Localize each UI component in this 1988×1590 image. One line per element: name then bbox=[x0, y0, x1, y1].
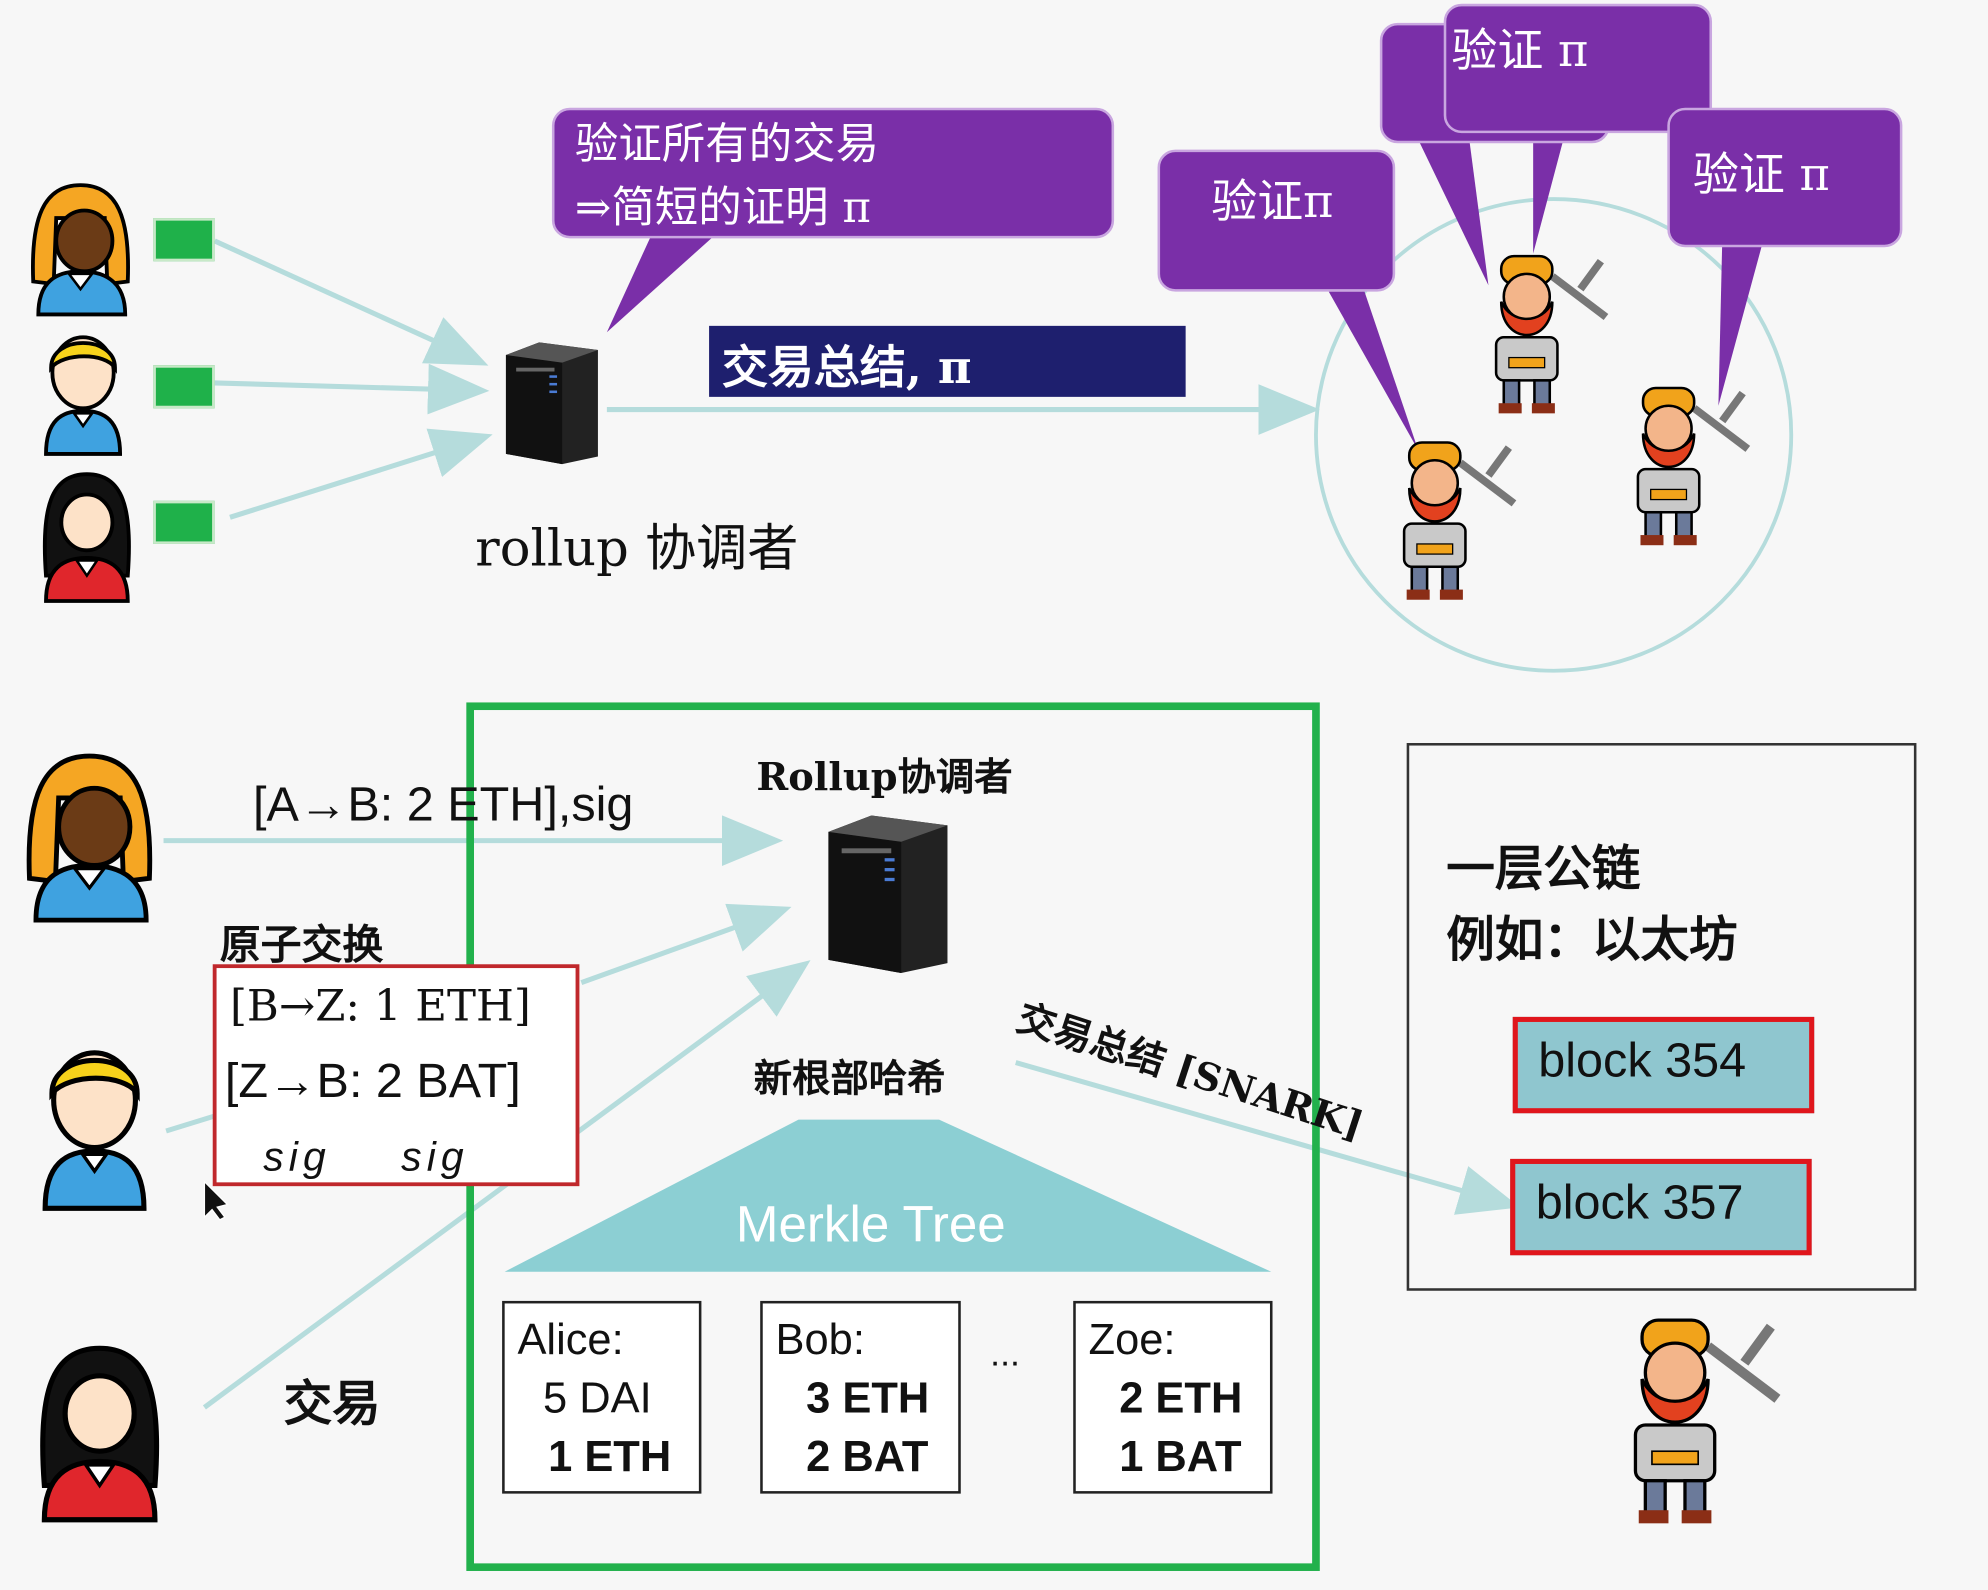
transaction-label: 交易 bbox=[283, 1374, 381, 1432]
account-name: Bob: bbox=[775, 1316, 865, 1365]
block-357: block 357 bbox=[1510, 1158, 1812, 1256]
summary-bar: 交易总结, π bbox=[709, 325, 1186, 397]
merkle-tree-label: Merkle Tree bbox=[735, 1196, 1006, 1253]
miner-icon bbox=[1402, 441, 1517, 600]
callout-line-1: 验证所有的交易 bbox=[574, 119, 880, 170]
ellipsis: ... bbox=[990, 1333, 1020, 1374]
user-alice-icon bbox=[30, 183, 130, 317]
user-alice-icon bbox=[26, 753, 153, 923]
layer1-title: 一层公链 bbox=[1446, 839, 1641, 897]
miner-icon bbox=[1494, 254, 1609, 414]
server-icon bbox=[828, 815, 948, 974]
layer1-example: 例如：以太坊 bbox=[1446, 910, 1738, 968]
verify-callout-3: 验证 π bbox=[1667, 107, 1903, 248]
transaction-token bbox=[153, 218, 215, 262]
account-name: Zoe: bbox=[1088, 1316, 1176, 1365]
verify-text: 验证π bbox=[1211, 176, 1334, 229]
new-root-hash-label: 新根部哈希 bbox=[753, 1057, 946, 1102]
account-name: Alice: bbox=[517, 1316, 624, 1365]
account-bob: Bob: 3 ETH 2 BAT bbox=[760, 1300, 961, 1494]
atomic-swap-title: 原子交换 bbox=[219, 920, 384, 969]
miner-icon bbox=[1636, 386, 1751, 546]
account-value: 2 BAT bbox=[806, 1432, 929, 1481]
callout-line-2: ⇒简短的证明 π bbox=[574, 182, 871, 234]
transaction-token bbox=[153, 500, 215, 544]
alice-transaction: [A→B: 2 ETH],sig bbox=[252, 778, 634, 832]
server-icon bbox=[505, 342, 598, 465]
atomic-swap-line-2: [Z→B: 2 BAT] bbox=[224, 1054, 521, 1109]
atomic-swap-sig-2: sig bbox=[401, 1133, 469, 1180]
user-bob-icon bbox=[42, 1050, 147, 1211]
account-value: 1 ETH bbox=[548, 1432, 672, 1481]
user-zoe-icon bbox=[42, 472, 131, 603]
coordinator-callout: 验证所有的交易 ⇒简短的证明 π bbox=[551, 107, 1115, 239]
verify-callout-2: 验证π bbox=[1157, 149, 1396, 292]
user-zoe-icon bbox=[40, 1345, 160, 1523]
rollup-coordinator-title: Rollup协调者 bbox=[756, 755, 1013, 801]
miner-icon bbox=[1633, 1318, 1781, 1524]
atomic-swap-sig-1: sig bbox=[263, 1133, 331, 1180]
user-bob-icon bbox=[44, 335, 123, 456]
block-354: block 354 bbox=[1512, 1016, 1815, 1114]
account-alice: Alice: 5 DAI 1 ETH bbox=[502, 1300, 702, 1494]
verify-callout-1: 验证 π bbox=[1443, 3, 1713, 134]
account-value: 2 ETH bbox=[1119, 1374, 1243, 1423]
account-value: 5 DAI bbox=[542, 1374, 652, 1423]
coordinator-label: rollup 协调者 bbox=[475, 519, 799, 579]
account-zoe: Zoe: 2 ETH 1 BAT bbox=[1073, 1300, 1273, 1494]
verify-text: 验证 π bbox=[1692, 149, 1830, 202]
account-value: 3 ETH bbox=[806, 1374, 930, 1423]
transaction-token bbox=[153, 365, 215, 409]
account-value: 1 BAT bbox=[1119, 1432, 1242, 1481]
verify-text: 验证 π bbox=[1451, 25, 1589, 78]
atomic-swap-line-1: [B→Z: 1 ETH] bbox=[229, 981, 531, 1033]
